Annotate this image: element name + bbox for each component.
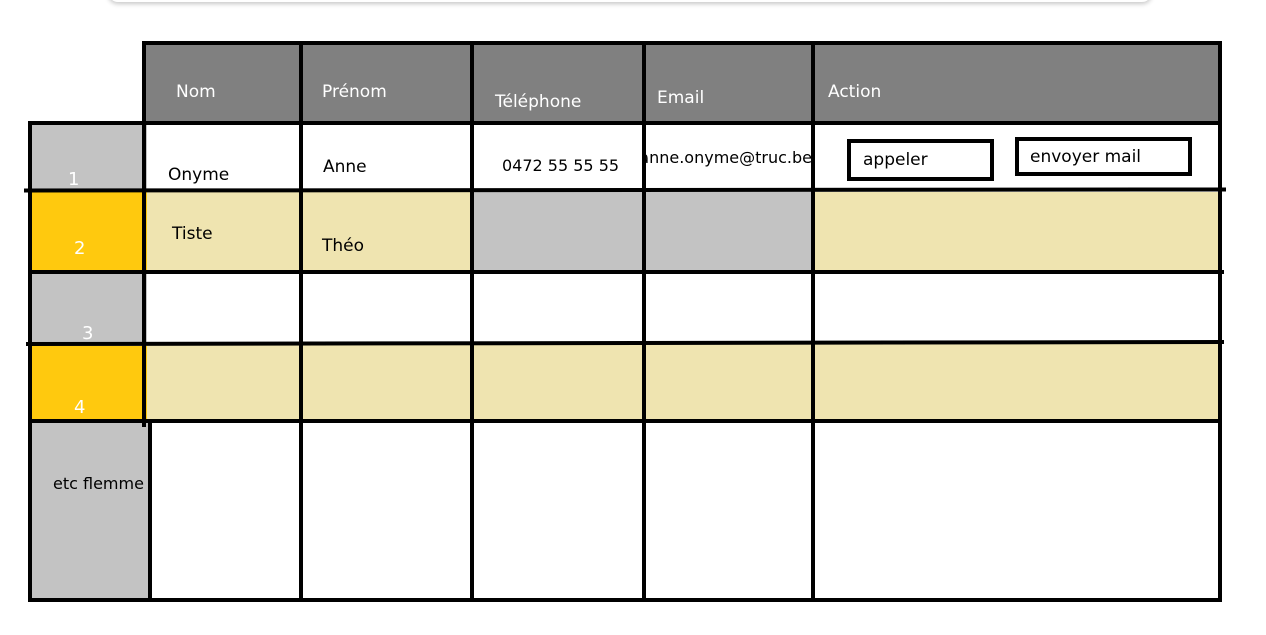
grid-line (142, 41, 1222, 45)
table-row (147, 192, 473, 274)
cell-nom: Onyme (168, 165, 230, 185)
header-row (144, 43, 1220, 124)
header-email: Email (657, 88, 705, 108)
cell-email-text: anne.onyme@truc.be (646, 148, 812, 167)
grid-line (30, 270, 1224, 274)
grid-line (148, 420, 152, 602)
grid-line (811, 41, 815, 602)
row-number: 3 (82, 323, 94, 344)
cell-email: anne.onyme@truc.be (646, 148, 812, 168)
row-number: 1 (68, 169, 80, 190)
cell-prenom: Anne (323, 157, 367, 177)
row-index-cell (31, 124, 147, 192)
top-panel (108, 0, 1152, 2)
row-index-cell (31, 346, 147, 422)
header-nom: Nom (176, 82, 216, 102)
grid-line (142, 41, 146, 427)
grid-line (28, 121, 32, 602)
header-prenom: Prénom (322, 82, 387, 102)
grid-line (470, 41, 474, 602)
row-index-cell (31, 192, 147, 274)
grid-line (28, 598, 1222, 602)
grid-line (28, 121, 1222, 125)
call-button[interactable]: appeler (847, 139, 994, 181)
row-index-cell (31, 422, 151, 600)
row-index-cell (31, 274, 147, 346)
send-mail-button[interactable]: envoyer mail (1015, 137, 1192, 176)
table-row (147, 344, 1221, 422)
row-number: 2 (74, 238, 86, 259)
cell-prenom: Théo (322, 236, 365, 256)
row-number: 4 (74, 397, 86, 418)
grid-line (299, 41, 303, 602)
grid-line (642, 41, 646, 602)
header-telephone: Téléphone (495, 92, 582, 112)
cell-nom: Tiste (172, 224, 213, 244)
cell-telephone: 0472 55 55 55 (502, 156, 620, 175)
grid-line (1218, 41, 1222, 602)
header-action: Action (828, 82, 882, 102)
etc-label: etc flemme (53, 474, 144, 493)
table-row (813, 192, 1221, 274)
grid-line (30, 419, 1222, 423)
